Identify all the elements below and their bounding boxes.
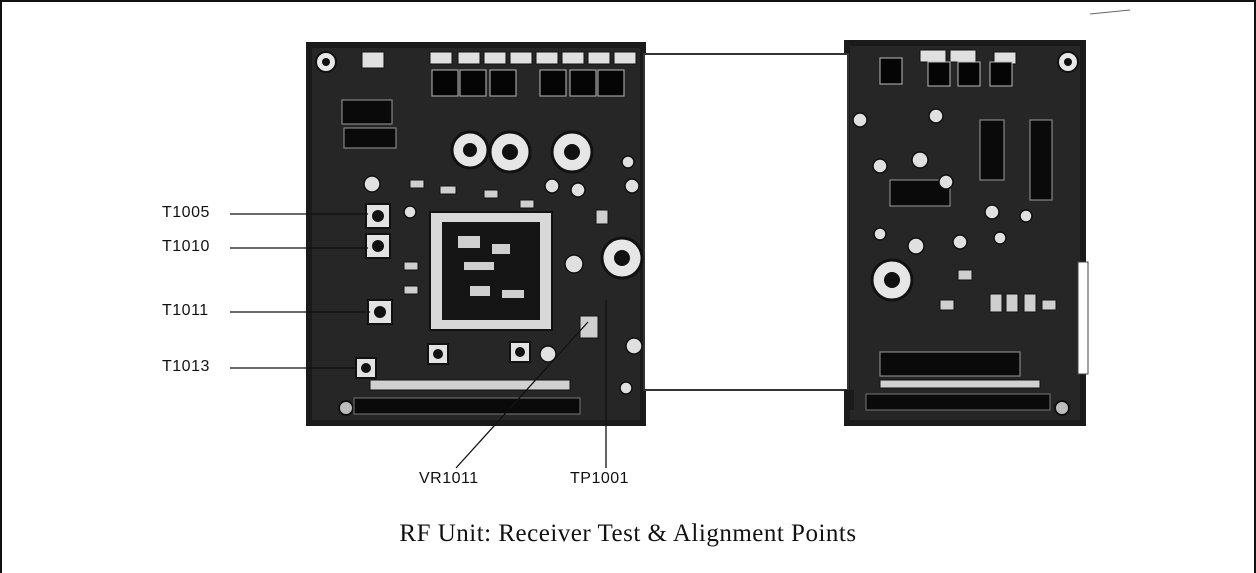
top-connectors bbox=[361, 49, 1017, 69]
top-relays bbox=[431, 57, 1013, 97]
callout-leaders bbox=[230, 213, 607, 469]
toroidal-coils bbox=[450, 130, 914, 302]
callout-t1013: T1013 bbox=[162, 358, 210, 375]
edge-connectors bbox=[353, 379, 1051, 415]
cover-plate bbox=[643, 53, 849, 391]
ic-chips bbox=[341, 99, 1053, 377]
shield-can bbox=[429, 211, 553, 331]
board-edge-strip bbox=[1077, 261, 1089, 375]
frame-right-border bbox=[1254, 0, 1256, 573]
capacitors bbox=[363, 108, 1033, 395]
leader-vr1011 bbox=[455, 321, 589, 469]
callout-t1005: T1005 bbox=[162, 204, 210, 221]
callout-t1010: T1010 bbox=[162, 238, 210, 255]
callout-tp1001: TP1001 bbox=[570, 470, 630, 487]
if-transformers bbox=[355, 203, 531, 379]
small-components bbox=[403, 179, 1057, 339]
callout-vr1011: VR1011 bbox=[419, 470, 479, 487]
callout-t1011: T1011 bbox=[162, 302, 209, 319]
mounting-screws bbox=[315, 51, 1079, 416]
frame-left-border bbox=[0, 0, 2, 573]
figure-caption: RF Unit: Receiver Test & Alignment Point… bbox=[399, 520, 857, 547]
frame-top-border bbox=[0, 0, 1256, 2]
